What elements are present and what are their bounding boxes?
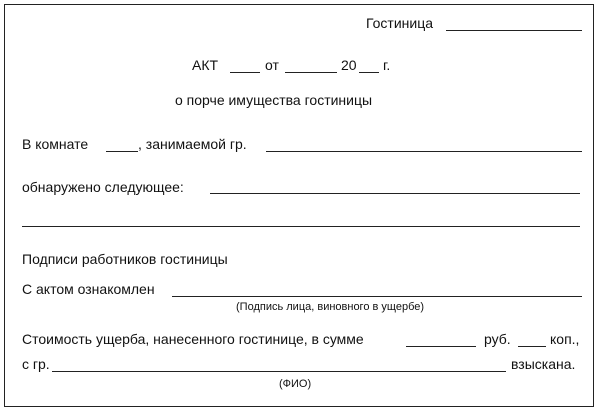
from-label: от <box>265 57 279 73</box>
cost-kopecks-field[interactable] <box>518 346 546 347</box>
from-person-label: с гр. <box>22 356 50 372</box>
found-description-field[interactable] <box>210 193 580 194</box>
year-suffix: г. <box>383 57 391 73</box>
hotel-name-field[interactable] <box>446 30 582 31</box>
room-number-field[interactable] <box>106 151 138 152</box>
culprit-fio-field[interactable] <box>52 371 506 372</box>
culprit-signature-field[interactable] <box>172 296 582 297</box>
act-label: АКТ <box>192 57 219 73</box>
room-label: В комнате <box>22 136 89 152</box>
year-prefix: 20 <box>341 57 357 73</box>
document-frame <box>4 4 594 407</box>
act-date-field[interactable] <box>285 72 337 73</box>
cost-rubles-field[interactable] <box>406 346 476 347</box>
hotel-label: Гостиница <box>366 15 434 31</box>
kop-label: коп., <box>550 331 580 347</box>
cost-label: Стоимость ущерба, нанесенного гостинице,… <box>22 331 364 347</box>
act-year-field[interactable] <box>359 72 379 73</box>
document-subtitle: о порче имущества гостиницы <box>175 92 373 108</box>
act-number-field[interactable] <box>230 72 260 73</box>
found-label: обнаружено следующее: <box>22 179 184 195</box>
acquainted-label: С актом ознакомлен <box>22 281 155 297</box>
collected-label: взыскана. <box>511 356 576 372</box>
culprit-signature-caption: (Подпись лица, виновного в ущербе) <box>236 301 425 313</box>
occupant-name-field[interactable] <box>266 151 582 152</box>
staff-signatures-label: Подписи работников гостиницы <box>22 251 228 267</box>
rub-label: руб. <box>484 331 511 347</box>
occupied-label: , занимаемой гр. <box>138 136 247 152</box>
fio-caption: (ФИО) <box>279 378 312 390</box>
found-description-continuation-field[interactable] <box>22 226 580 227</box>
